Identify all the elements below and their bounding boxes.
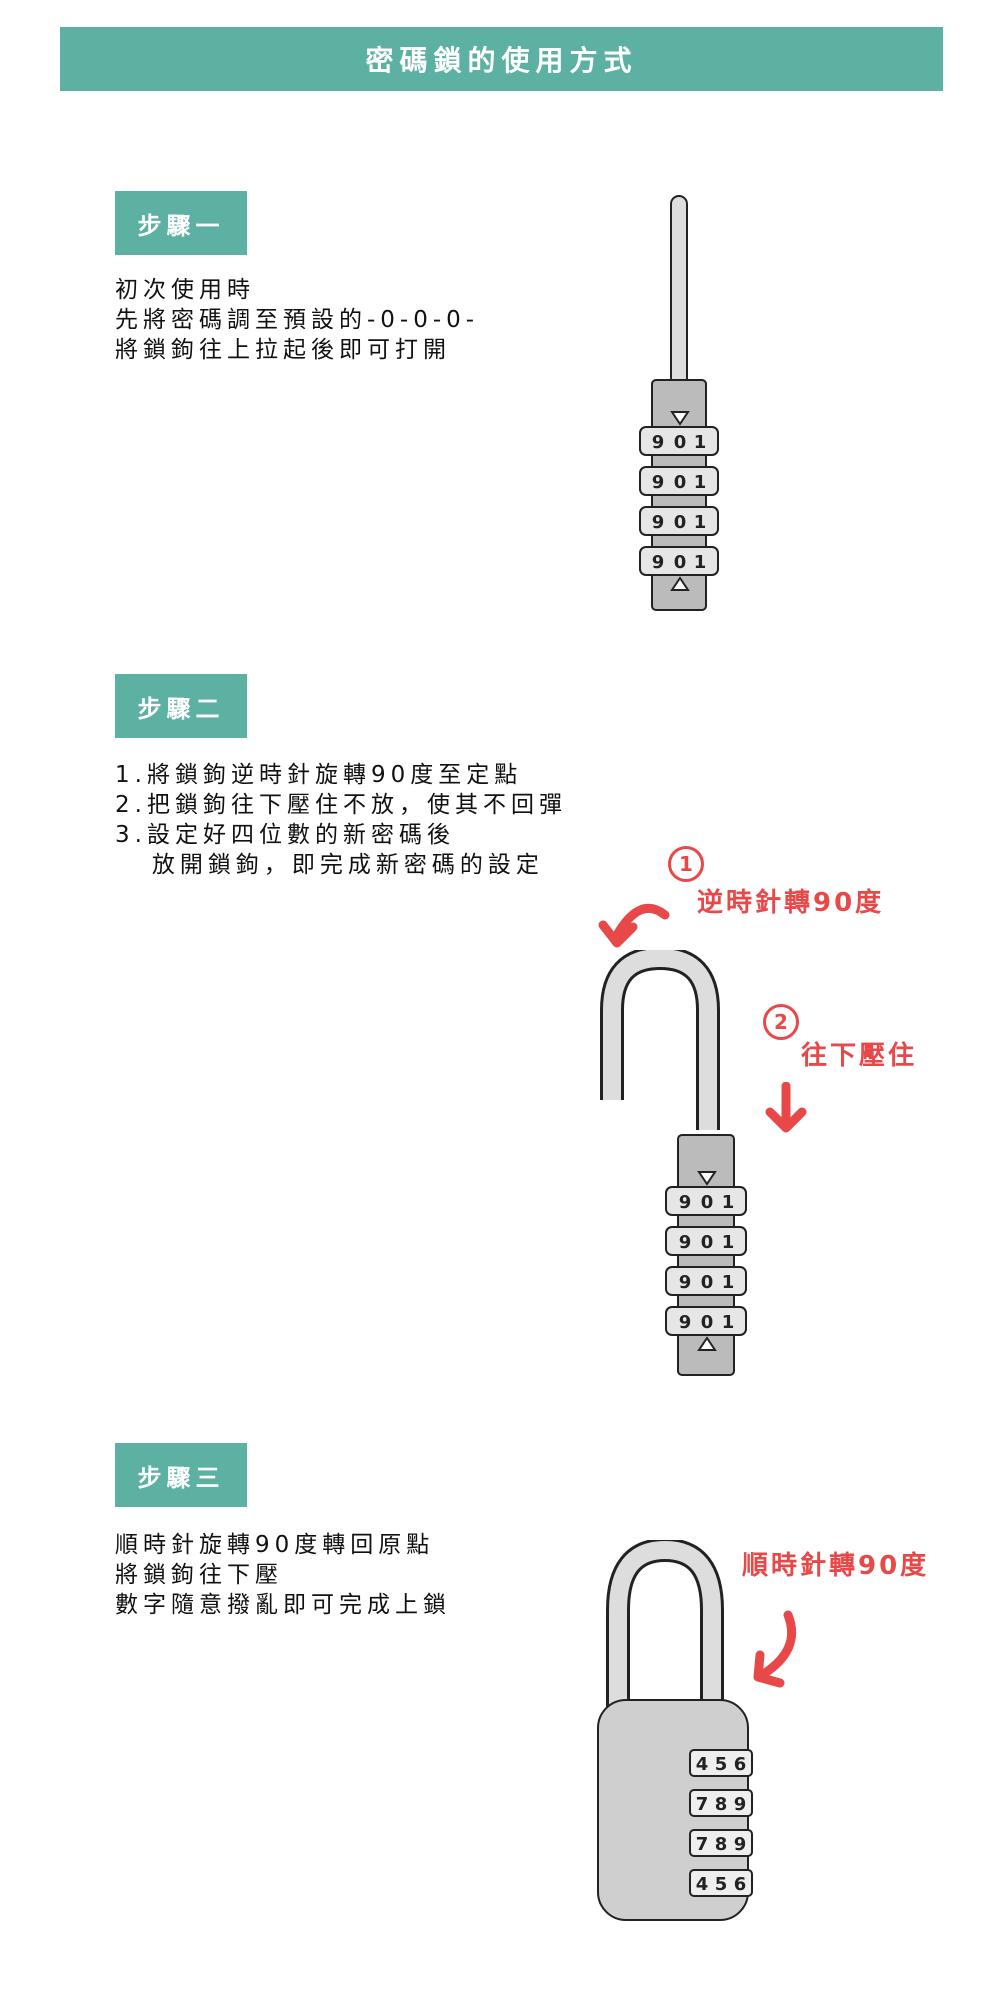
svg-text:1: 1	[694, 432, 707, 453]
step-1-line: 將鎖鉤往上拉起後即可打開	[115, 337, 451, 363]
step-3-line: 順時針旋轉90度轉回原點	[115, 1532, 435, 1558]
svg-text:9: 9	[652, 432, 665, 453]
step-number-2-circle: 2	[763, 1004, 799, 1040]
step-2-badge: 步驟二	[115, 674, 247, 738]
step-2-line: 2.把鎖鉤往下壓住不放，使其不回彈	[115, 792, 567, 818]
svg-text:0: 0	[701, 1232, 714, 1253]
step-2-line: 1.將鎖鉤逆時針旋轉90度至定點	[115, 762, 523, 788]
step-3-line: 將鎖鉤往下壓	[115, 1562, 283, 1588]
svg-text:9: 9	[652, 472, 665, 493]
step-2-line: 3.設定好四位數的新密碼後	[115, 822, 455, 848]
svg-text:7: 7	[696, 1834, 709, 1855]
svg-text:9: 9	[734, 1794, 747, 1815]
svg-text:1: 1	[694, 472, 707, 493]
svg-text:7: 7	[696, 1794, 709, 1815]
step-2-line: 放開鎖鉤，即完成新密碼的設定	[115, 852, 544, 878]
svg-text:8: 8	[715, 1834, 728, 1855]
counterclockwise-note: 逆時針轉90度	[697, 888, 885, 918]
step-1-line: 初次使用時	[115, 277, 255, 303]
press-down-note: 往下壓住	[801, 1041, 918, 1071]
svg-text:9: 9	[679, 1272, 692, 1293]
svg-text:1: 1	[694, 512, 707, 533]
svg-text:0: 0	[674, 552, 687, 573]
svg-text:5: 5	[715, 1754, 728, 1775]
svg-text:1: 1	[694, 552, 707, 573]
svg-text:9: 9	[679, 1192, 692, 1213]
svg-text:9: 9	[734, 1834, 747, 1855]
svg-text:6: 6	[734, 1874, 747, 1895]
svg-text:1: 1	[722, 1192, 735, 1213]
step-number-1-circle: 1	[668, 846, 704, 882]
svg-text:4: 4	[696, 1874, 709, 1895]
step-3-text: 順時針旋轉90度轉回原點 將鎖鉤往下壓 數字隨意撥亂即可完成上鎖	[115, 1530, 451, 1620]
svg-text:1: 1	[722, 1232, 735, 1253]
svg-text:9: 9	[679, 1232, 692, 1253]
down-arrow-icon	[765, 1082, 807, 1133]
svg-text:1: 1	[722, 1272, 735, 1293]
svg-text:4: 4	[696, 1754, 709, 1775]
step-1-badge: 步驟一	[115, 191, 247, 255]
svg-text:9: 9	[652, 512, 665, 533]
svg-text:0: 0	[674, 472, 687, 493]
svg-text:0: 0	[674, 432, 687, 453]
step-3-line: 數字隨意撥亂即可完成上鎖	[115, 1592, 451, 1618]
step-1-text: 初次使用時 先將密碼調至預設的-0-0-0- 將鎖鉤往上拉起後即可打開	[115, 275, 479, 365]
svg-text:9: 9	[652, 552, 665, 573]
svg-text:0: 0	[701, 1312, 714, 1333]
svg-text:0: 0	[701, 1272, 714, 1293]
svg-text:6: 6	[734, 1754, 747, 1775]
svg-text:0: 0	[701, 1192, 714, 1213]
step-2-text: 1.將鎖鉤逆時針旋轉90度至定點 2.把鎖鉤往下壓住不放，使其不回彈 3.設定好…	[115, 760, 567, 880]
clockwise-arrow-icon	[753, 1610, 797, 1688]
svg-text:5: 5	[715, 1874, 728, 1895]
clockwise-note: 順時針轉90度	[742, 1551, 930, 1581]
svg-text:8: 8	[715, 1794, 728, 1815]
page-title: 密碼鎖的使用方式	[60, 27, 943, 91]
step-1-line: 先將密碼調至預設的-0-0-0-	[115, 307, 480, 333]
step-3-badge: 步驟三	[115, 1443, 247, 1507]
counterclockwise-arrow-icon	[598, 903, 670, 948]
svg-text:9: 9	[679, 1312, 692, 1333]
svg-text:0: 0	[674, 512, 687, 533]
svg-text:1: 1	[722, 1312, 735, 1333]
